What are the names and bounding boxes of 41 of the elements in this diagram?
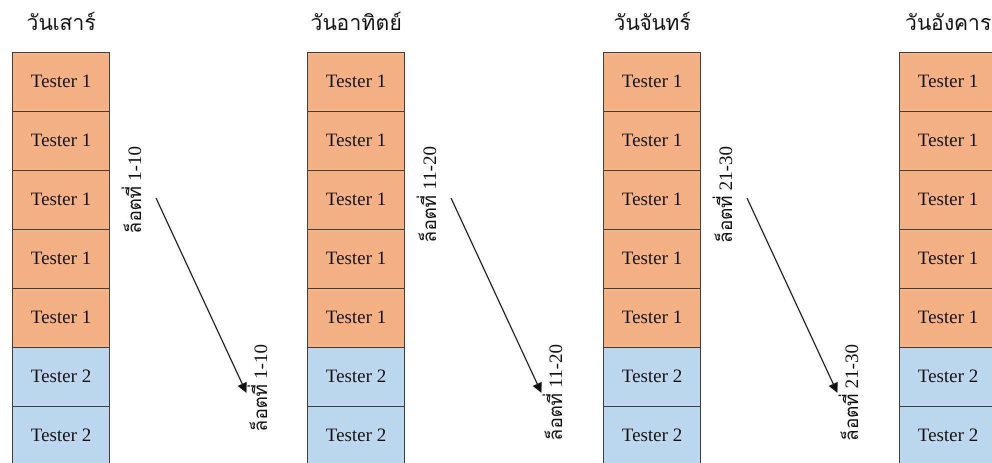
tester-box: Tester 1 bbox=[12, 229, 110, 289]
tester-box: Tester 1 bbox=[12, 170, 110, 230]
day-heading: วันเสาร์ bbox=[26, 10, 96, 37]
tester-box: Tester 2 bbox=[12, 406, 110, 463]
tester-box: Tester 1 bbox=[899, 111, 992, 171]
tester-box: Tester 1 bbox=[307, 288, 405, 348]
tester-box: Tester 1 bbox=[899, 52, 992, 112]
day-heading: วันอาทิตย์ bbox=[310, 10, 402, 37]
lot-label: ล็อตที่ 1-10 bbox=[250, 344, 274, 432]
lot-label: ล็อตที่ 11-20 bbox=[545, 344, 569, 440]
tester-box: Tester 1 bbox=[899, 229, 992, 289]
tester-box: Tester 1 bbox=[307, 111, 405, 171]
tester-box: Tester 2 bbox=[603, 406, 701, 463]
tester-box: Tester 1 bbox=[12, 111, 110, 171]
tester-box: Tester 1 bbox=[899, 170, 992, 230]
tester-box: Tester 1 bbox=[12, 288, 110, 348]
day-heading: วันอังคาร bbox=[905, 10, 991, 37]
tester-box: Tester 1 bbox=[603, 111, 701, 171]
tester-box: Tester 1 bbox=[307, 170, 405, 230]
tester-box: Tester 2 bbox=[12, 347, 110, 407]
tester-box: Tester 1 bbox=[307, 52, 405, 112]
tester-box: Tester 1 bbox=[12, 52, 110, 112]
lot-label: ล็อตที่ 11-20 bbox=[419, 146, 443, 242]
lot-label: ล็อตที่ 1-10 bbox=[124, 146, 148, 234]
arrow bbox=[450, 198, 542, 393]
tester-box: Tester 2 bbox=[307, 406, 405, 463]
tester-box: Tester 1 bbox=[603, 229, 701, 289]
tester-box: Tester 2 bbox=[899, 347, 992, 407]
tester-box: Tester 2 bbox=[899, 406, 992, 463]
arrow bbox=[746, 198, 838, 393]
tester-box: Tester 2 bbox=[603, 347, 701, 407]
day-heading: วันจันทร์ bbox=[614, 10, 690, 37]
lot-label: ล็อตที่ 21-30 bbox=[715, 146, 739, 244]
tester-box: Tester 1 bbox=[603, 52, 701, 112]
tester-box: Tester 1 bbox=[899, 288, 992, 348]
arrow bbox=[155, 198, 247, 393]
tester-box: Tester 1 bbox=[603, 170, 701, 230]
lot-label: ล็อตที่ 21-30 bbox=[841, 344, 865, 442]
tester-box: Tester 1 bbox=[307, 229, 405, 289]
tester-box: Tester 1 bbox=[603, 288, 701, 348]
tester-box: Tester 2 bbox=[307, 347, 405, 407]
